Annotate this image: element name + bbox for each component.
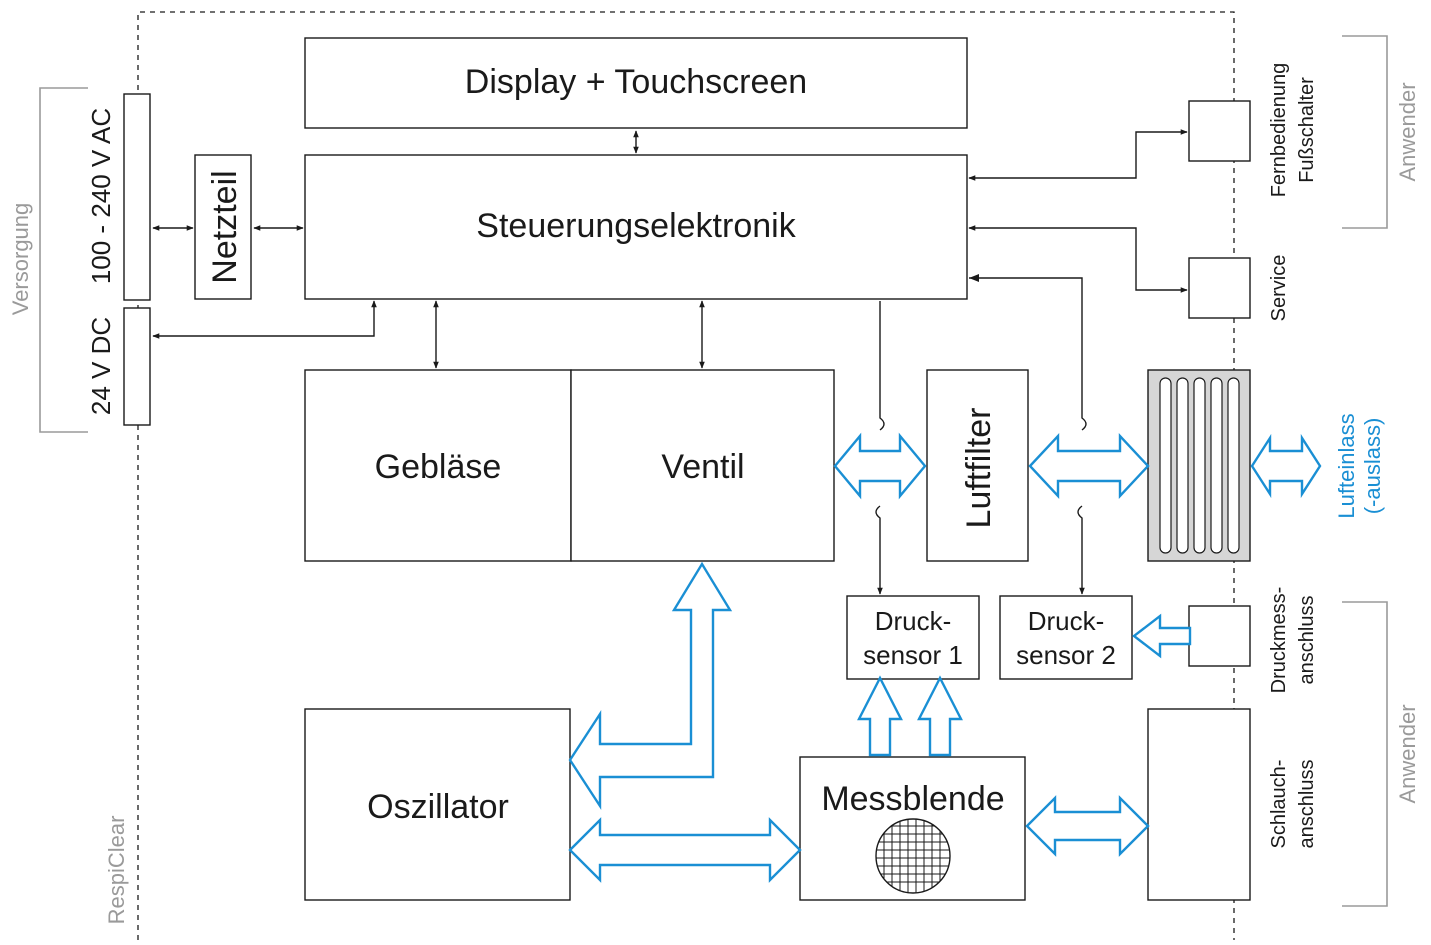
sensor1-label-line1: Druck-	[875, 606, 952, 636]
signal-connections	[152, 129, 1188, 595]
psu-label: Netzteil	[206, 170, 244, 283]
psu-box	[194, 154, 252, 300]
remote-label-line2: Fußschalter	[1296, 77, 1318, 183]
arrowhead	[969, 274, 979, 282]
filter-label: Luftfilter	[960, 408, 998, 529]
pressure-port-label-line2: anschluss	[1296, 596, 1318, 685]
user-top-label: Anwender	[1395, 82, 1420, 181]
sensor2-box	[999, 595, 1133, 680]
remote-port-box	[1188, 100, 1251, 162]
inlet-label-line2: (-auslass)	[1360, 418, 1385, 515]
sensor2-label-line2: sensor 2	[1016, 640, 1116, 670]
oscillator-box	[304, 708, 571, 901]
sensor1-label-line2: sensor 1	[863, 640, 963, 670]
display-box	[304, 37, 968, 129]
orifice-mesh-icon	[875, 818, 951, 894]
service-port-box	[1188, 257, 1251, 319]
supply-bracket	[39, 87, 88, 433]
valve-box	[570, 369, 835, 562]
sensor2-label-line1: Druck-	[1028, 606, 1105, 636]
device-boundary	[137, 11, 1235, 940]
hose-port-box	[1147, 708, 1251, 901]
air-inlet-grille-icon	[1147, 369, 1251, 562]
ac-label: 100 - 240 V AC	[86, 108, 116, 284]
supply-label: Versorgung	[8, 203, 33, 316]
airflow-arrows	[568, 432, 1322, 883]
hose-port-label-line2: anschluss	[1296, 760, 1318, 849]
hose-port-label-line1: Schlauch-	[1268, 760, 1290, 849]
ac-input-box	[123, 93, 151, 301]
service-label: Service	[1268, 255, 1290, 322]
pressure-port-label-line1: Druckmess-	[1268, 587, 1290, 694]
control-box	[304, 154, 968, 300]
pressure-port-box	[1188, 605, 1251, 667]
blower-box	[304, 369, 572, 562]
user-bracket-bottom	[1342, 601, 1388, 907]
dc-label: 24 V DC	[86, 317, 116, 415]
sensor1-box	[846, 595, 980, 680]
user-bracket-top	[1342, 35, 1388, 229]
inlet-label-line1: Lufteinlass	[1334, 413, 1359, 518]
control-label: Steuerungselektronik	[476, 207, 796, 245]
display-label: Display + Touchscreen	[465, 63, 807, 101]
device-label: RespiClear	[104, 816, 129, 925]
valve-label: Ventil	[661, 448, 744, 486]
dc-output-box	[123, 307, 151, 426]
filter-box	[926, 369, 1029, 562]
user-bottom-label: Anwender	[1395, 704, 1420, 803]
orifice-label: Messblende	[821, 780, 1004, 818]
remote-label-line1: Fernbedienung	[1268, 63, 1290, 198]
oscillator-label: Oszillator	[367, 788, 509, 826]
blower-label: Gebläse	[375, 448, 502, 486]
